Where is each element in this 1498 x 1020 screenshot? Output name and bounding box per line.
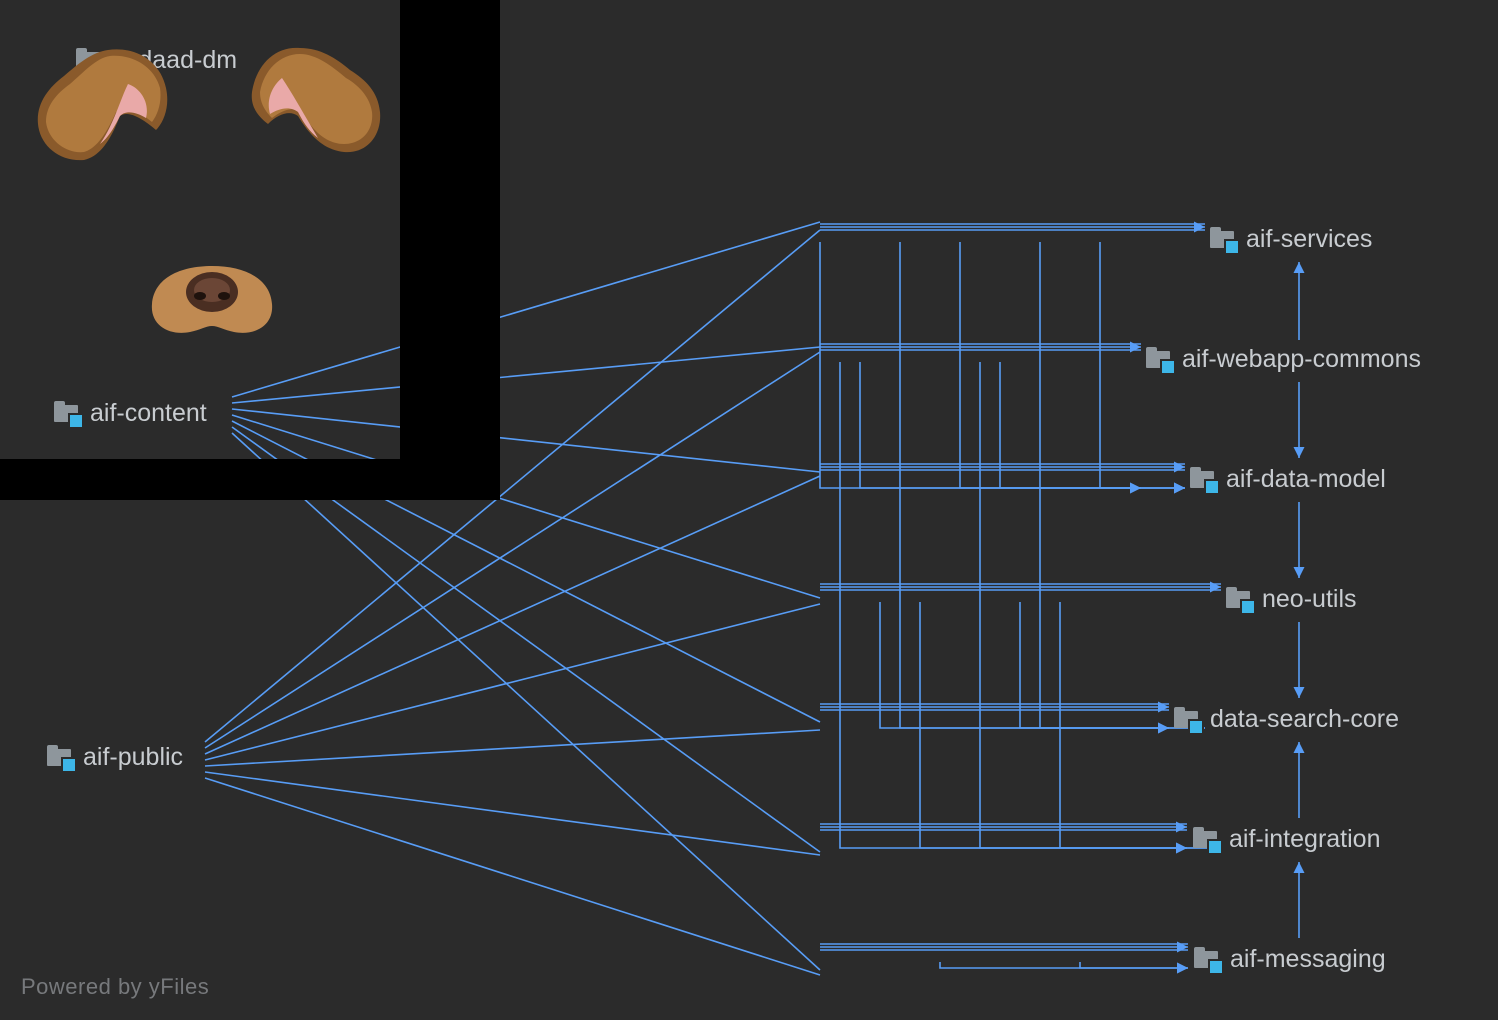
module-folder-icon bbox=[1174, 706, 1204, 735]
dependency-edge bbox=[839, 362, 1187, 854]
dependency-edge bbox=[204, 351, 821, 749]
dependency-edge bbox=[1059, 602, 1221, 854]
module-folder-icon bbox=[1193, 826, 1223, 855]
module-aif-public[interactable]: aif-public bbox=[47, 743, 184, 773]
module-label: aif-public bbox=[83, 743, 184, 771]
module-folder-icon bbox=[47, 744, 77, 773]
module-label: neo-utils bbox=[1262, 585, 1357, 613]
module-aif-services[interactable]: aif-services bbox=[1210, 225, 1373, 255]
module-neo-utils[interactable]: neo-utils bbox=[1226, 585, 1357, 615]
dependency-edge bbox=[999, 362, 1141, 494]
dependency-edge bbox=[231, 432, 821, 971]
dependency-edge bbox=[819, 242, 1185, 494]
module-label: aif-content bbox=[90, 399, 207, 427]
dependency-edge bbox=[231, 408, 821, 473]
dependency-edge bbox=[204, 771, 821, 856]
module-aif-integration[interactable]: aif-integration bbox=[1193, 825, 1381, 855]
dependency-edge bbox=[1019, 602, 1169, 734]
module-aif-webapp-commons[interactable]: aif-webapp-commons bbox=[1146, 345, 1421, 375]
dependency-edge bbox=[979, 362, 1187, 854]
dependency-edge bbox=[879, 602, 1169, 734]
module-folder-icon bbox=[1194, 946, 1224, 975]
overlay-black-bar-horizontal bbox=[0, 459, 500, 500]
module-folder-icon bbox=[54, 400, 84, 429]
module-label: aif-data-model bbox=[1226, 465, 1386, 493]
dependency-edge bbox=[204, 603, 821, 761]
dependency-edge bbox=[231, 414, 821, 599]
dependency-edge bbox=[231, 221, 821, 398]
module-folder-icon bbox=[1210, 226, 1240, 255]
module-label: aif-webapp-commons bbox=[1182, 345, 1421, 373]
dependency-edge bbox=[899, 242, 1205, 734]
module-label: aif-services bbox=[1246, 225, 1373, 253]
dependency-edge bbox=[204, 229, 821, 743]
dependency-edge bbox=[1079, 962, 1188, 974]
overlay-black-bar-vertical bbox=[400, 0, 500, 500]
module-label: aif-messaging bbox=[1230, 945, 1386, 973]
dependency-edge bbox=[204, 475, 821, 755]
watermark: Powered by yFiles bbox=[21, 974, 210, 999]
module-data-search-core[interactable]: data-search-core bbox=[1174, 705, 1399, 735]
module-folder-icon bbox=[1190, 466, 1220, 495]
module-folder-icon bbox=[1146, 346, 1176, 375]
module-folder-icon bbox=[1226, 586, 1256, 615]
dog-ear-left-icon bbox=[37, 49, 168, 161]
dependency-edge bbox=[1039, 242, 1205, 734]
dependency-edge bbox=[231, 346, 821, 404]
dependency-edge bbox=[1099, 242, 1185, 494]
module-aif-messaging[interactable]: aif-messaging bbox=[1194, 945, 1386, 975]
dependency-edge bbox=[939, 962, 1188, 974]
dependency-edge bbox=[204, 729, 821, 767]
dependency-edge bbox=[204, 777, 821, 976]
module-label: aif-integration bbox=[1229, 825, 1381, 853]
module-aif-data-model[interactable]: aif-data-model bbox=[1190, 465, 1386, 495]
module-label: data-search-core bbox=[1210, 705, 1399, 733]
module-aif-content[interactable]: aif-content bbox=[54, 399, 207, 429]
dog-ear-right-icon bbox=[251, 47, 381, 153]
dog-nose-icon bbox=[151, 266, 273, 333]
